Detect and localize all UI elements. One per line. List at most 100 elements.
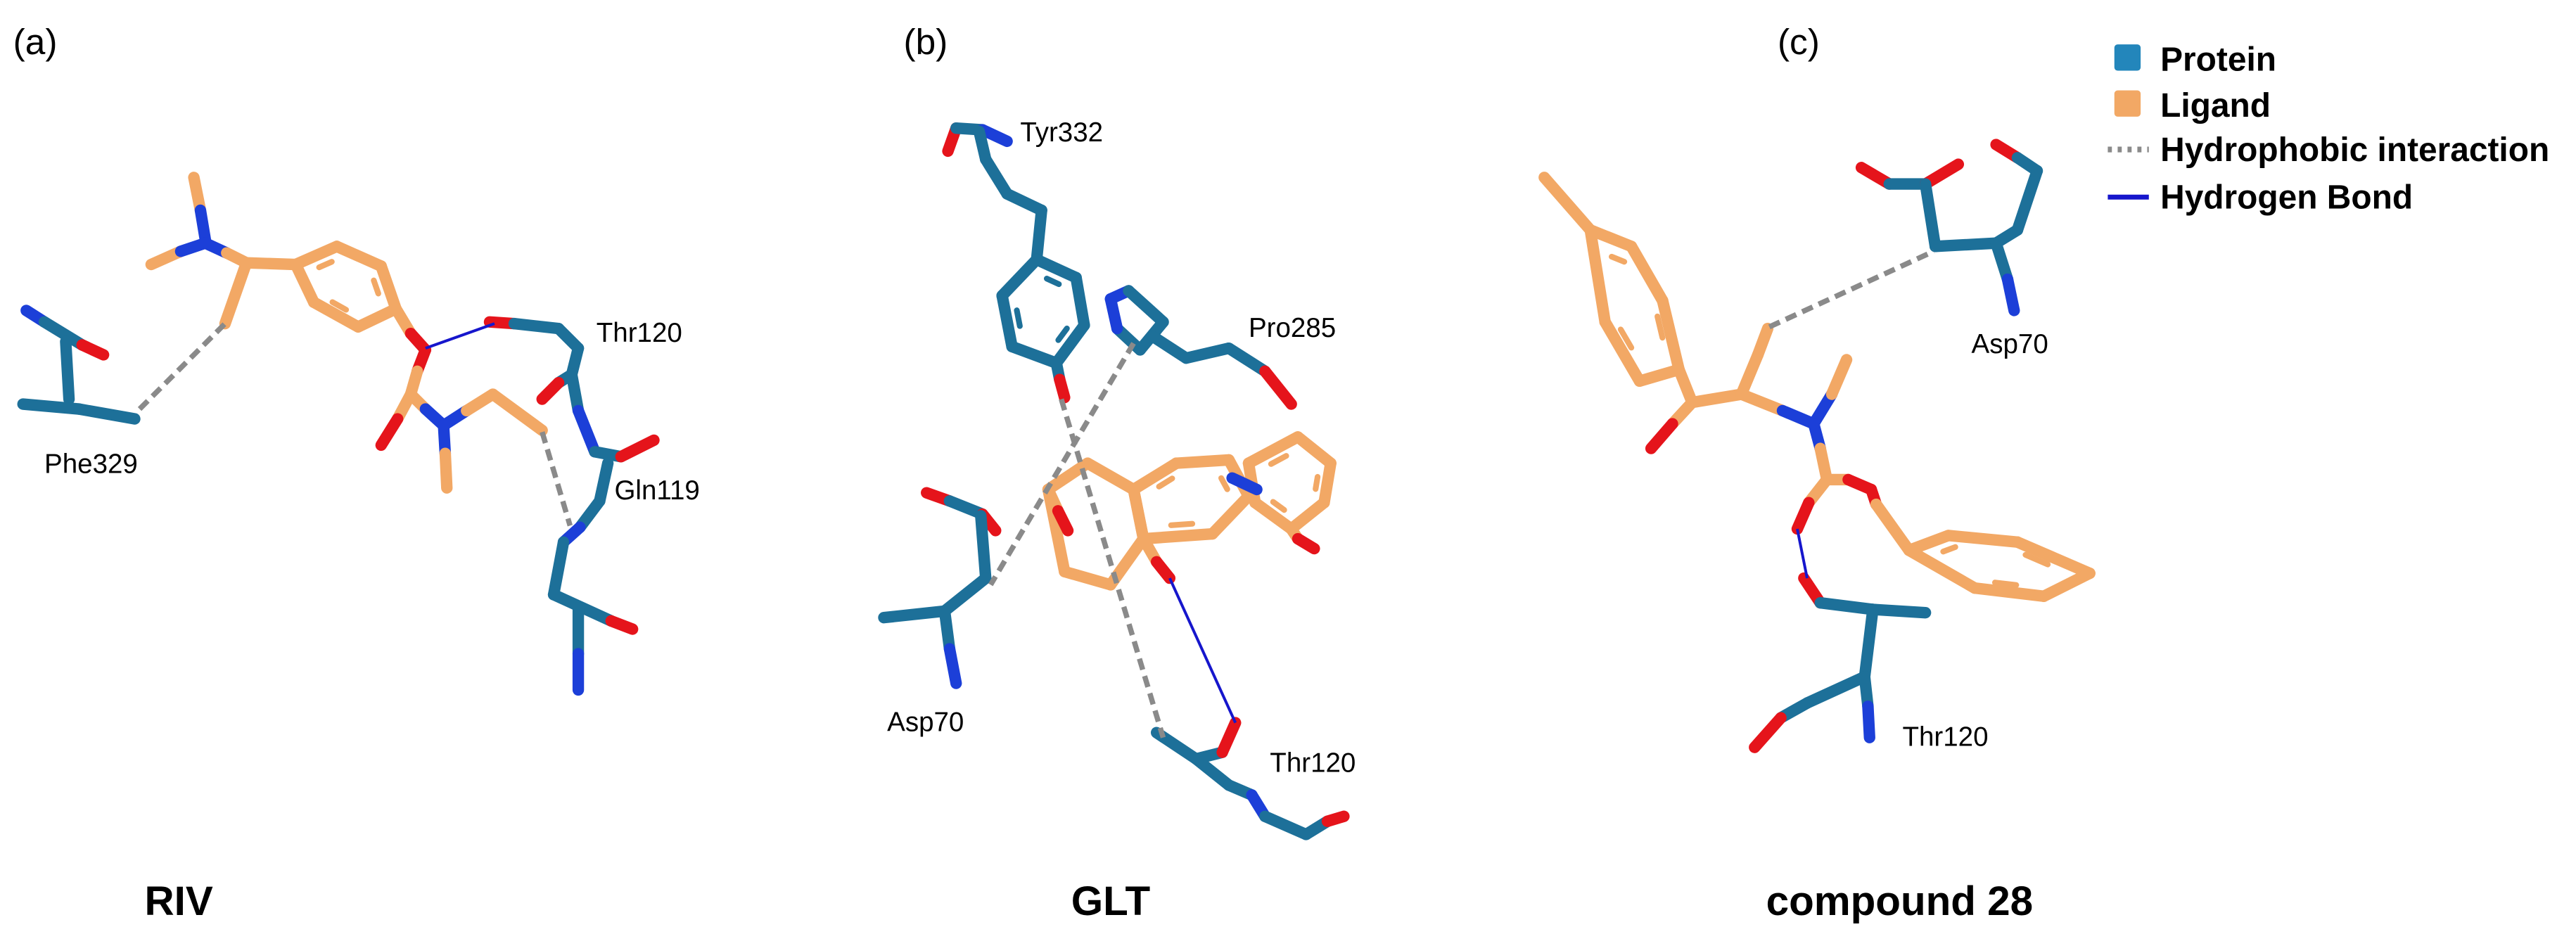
hydrophobic-interaction-line bbox=[1059, 398, 1166, 738]
protein-bond bbox=[1858, 603, 1879, 683]
ring-bond bbox=[1059, 565, 1116, 591]
ring-bond bbox=[1031, 253, 1082, 283]
residue-pro285 bbox=[1104, 285, 1297, 410]
protein-bond bbox=[980, 153, 1013, 200]
residue-asp70 bbox=[1855, 139, 2043, 316]
ring-bond bbox=[1942, 530, 2024, 548]
ligand-bond bbox=[1735, 349, 1764, 400]
residue-thr120 bbox=[1150, 717, 1350, 840]
ring-bond bbox=[1006, 340, 1062, 369]
ring-bond bbox=[996, 253, 1042, 302]
nitrogen-bond bbox=[1808, 388, 1838, 430]
ring-bond bbox=[1081, 457, 1140, 496]
nitrogen-bond bbox=[1226, 472, 1263, 496]
protein-bond bbox=[1147, 331, 1192, 364]
protein-bond bbox=[1031, 204, 1047, 266]
ring-bond bbox=[1318, 457, 1337, 508]
aromatic-inner-bond bbox=[1014, 307, 1023, 329]
ligand-glt bbox=[1042, 431, 1337, 591]
oxygen-bond bbox=[1216, 717, 1242, 758]
oxygen-bond bbox=[375, 413, 404, 452]
oxygen-bond bbox=[1052, 505, 1074, 537]
protein-bond bbox=[17, 398, 85, 415]
aromatic-inner-bond bbox=[2022, 551, 2051, 568]
oxygen-bond bbox=[1791, 497, 1815, 535]
ring-bond bbox=[290, 258, 320, 308]
aromatic-inner-bond bbox=[329, 299, 350, 313]
protein-bond bbox=[1223, 342, 1271, 378]
protein-bond bbox=[38, 316, 88, 351]
legend-label-protein: Protein bbox=[2160, 41, 2276, 78]
residue-tyr332 bbox=[942, 122, 1090, 404]
legend-swatch-ligand bbox=[2114, 90, 2141, 117]
ring-bond bbox=[1584, 224, 1638, 252]
protein-bond bbox=[878, 605, 951, 624]
nitrogen-bond bbox=[1862, 700, 1875, 743]
ring-bond bbox=[1242, 431, 1304, 469]
aromatic-inner-bond bbox=[1156, 475, 1175, 490]
ring-bond bbox=[1070, 271, 1090, 331]
ring-bond bbox=[307, 296, 364, 333]
nitrogen-bond bbox=[572, 404, 601, 458]
ring-bond bbox=[290, 241, 343, 271]
ring-bond bbox=[1633, 364, 1685, 388]
oxygen-bond bbox=[536, 377, 565, 405]
protein-bond bbox=[1867, 603, 1932, 619]
interactions-a bbox=[137, 321, 573, 527]
ring-bond bbox=[1599, 316, 1645, 388]
interactions-c bbox=[1768, 248, 1935, 579]
protein-bond bbox=[72, 403, 141, 425]
protein-bond bbox=[1929, 237, 2002, 252]
hydrophobic-interaction-line bbox=[540, 431, 573, 527]
ring-bond bbox=[2038, 567, 2096, 602]
legend-label-hydrophobic: Hydrophobic interaction bbox=[2160, 132, 2549, 169]
nitrogen-bond bbox=[194, 204, 212, 246]
oxygen-bond bbox=[1054, 373, 1071, 404]
ring-bond bbox=[1128, 457, 1182, 496]
protein-bond bbox=[1190, 753, 1235, 791]
ligand-bond bbox=[487, 388, 548, 437]
ring-bond bbox=[1042, 457, 1094, 496]
protein-bond bbox=[566, 369, 585, 417]
aromatic-inner-bond bbox=[1313, 473, 1321, 492]
legend-item-hydrophobic: Hydrophobic interaction bbox=[2108, 132, 2549, 169]
protein-bond bbox=[2011, 165, 2043, 236]
aromatic-inner-bond bbox=[1218, 475, 1230, 492]
hydrogen-bond-line bbox=[425, 322, 495, 350]
protein-bond bbox=[1990, 237, 2014, 286]
oxygen-bond bbox=[1645, 418, 1678, 454]
ligand-bond bbox=[1735, 388, 1789, 417]
hydrogen-bond-line bbox=[1796, 528, 1809, 579]
protein-bond bbox=[938, 572, 992, 617]
residue-label-pro285: Pro285 bbox=[1249, 313, 1336, 343]
ring-bond bbox=[375, 260, 402, 315]
ring-bond bbox=[1969, 582, 2050, 602]
protein-bond bbox=[508, 317, 565, 335]
legend-item-hydrogen-bond: Hydrogen Bond bbox=[2108, 179, 2413, 217]
residue-label-tyr332: Tyr332 bbox=[1020, 117, 1103, 148]
ring-bond bbox=[1285, 497, 1330, 535]
legend-item-protein: Protein bbox=[2114, 41, 2276, 78]
aromatic-inner-bond bbox=[316, 259, 335, 271]
protein-bond bbox=[1814, 596, 1879, 615]
aromatic-inner-bond bbox=[1654, 313, 1666, 341]
hydrophobic-interaction-line bbox=[1768, 248, 1935, 330]
ring-bond bbox=[1292, 431, 1337, 469]
aromatic-inner-bond bbox=[1055, 325, 1070, 343]
nitrogen-bond bbox=[2001, 273, 2020, 316]
ligand-compound-28 bbox=[1538, 172, 2096, 602]
protein-bond bbox=[547, 536, 570, 601]
residue-label-thr120: Thr120 bbox=[1270, 748, 1356, 779]
residue-label-asp70: Asp70 bbox=[1972, 329, 2048, 359]
aromatic-inner-bond bbox=[1617, 326, 1635, 351]
ring-bond bbox=[2011, 536, 2096, 580]
ligand-riv bbox=[145, 172, 548, 494]
ligand-bond bbox=[1673, 364, 1698, 409]
oxygen-bond bbox=[1259, 365, 1297, 410]
protein-bond bbox=[1919, 178, 1941, 252]
nitrogen-bond bbox=[976, 124, 1013, 148]
hydrophobic-interaction-line bbox=[137, 321, 227, 411]
protein-bond bbox=[975, 510, 992, 584]
ligand-bond bbox=[1752, 322, 1774, 361]
